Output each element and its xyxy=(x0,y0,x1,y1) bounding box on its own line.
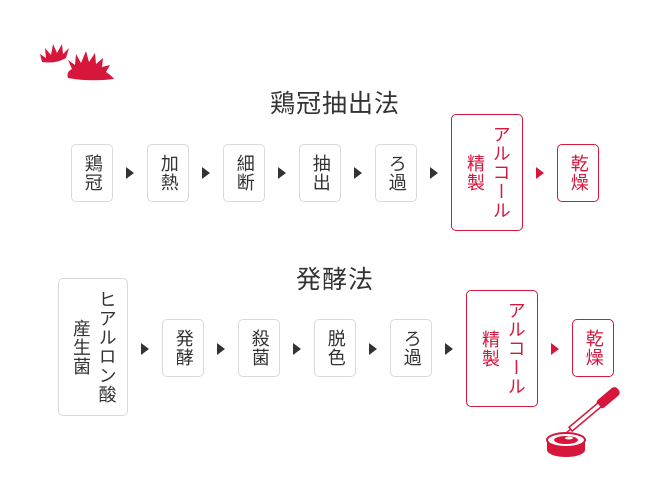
step-label-line1: アルコール xyxy=(489,125,511,220)
flow-arrow xyxy=(217,343,225,355)
step-shredding: 細断 xyxy=(223,144,265,202)
step-label: 乾燥 xyxy=(567,154,589,192)
flow-arrow xyxy=(126,167,134,179)
step-sterilization: 殺菌 xyxy=(238,319,280,377)
step-label: 細断 xyxy=(233,154,255,192)
step-label-line2: 精製 xyxy=(464,153,485,192)
step-filtration: ろ過 xyxy=(390,319,432,377)
section-title-cockscomb-extraction: 鶏冠抽出法 xyxy=(269,89,400,118)
step-label: 殺菌 xyxy=(248,329,270,367)
step-label: 鶏冠 xyxy=(81,154,103,192)
flow-arrow xyxy=(445,343,453,355)
step-label: 抽出 xyxy=(309,154,331,192)
step-label: 脱色 xyxy=(324,329,346,367)
step-label: ろ過 xyxy=(385,154,407,192)
step-producing-bacteria: ヒアルロン酸 産生菌 xyxy=(58,278,128,416)
step-alcohol-purification: アルコール 精製 xyxy=(451,114,523,231)
step-label: 発酵 xyxy=(172,329,194,367)
flow-arrow xyxy=(141,343,149,355)
step-filtration: ろ過 xyxy=(375,144,417,202)
flow-arrow xyxy=(202,167,210,179)
step-label-line1: アルコール xyxy=(504,301,526,396)
flow-arrow xyxy=(369,343,377,355)
step-drying: 乾燥 xyxy=(557,144,599,202)
step-alcohol-purification: アルコール 精製 xyxy=(466,290,538,407)
step-label-line2: 精製 xyxy=(479,329,500,368)
step-label: 乾燥 xyxy=(582,329,604,367)
step-decolorization: 脱色 xyxy=(314,319,356,377)
flow-arrow xyxy=(430,167,438,179)
flow-arrow xyxy=(354,167,362,179)
flow-arrow xyxy=(536,167,544,179)
flow-arrow xyxy=(293,343,301,355)
step-fermentation: 発酵 xyxy=(162,319,204,377)
flow-arrow xyxy=(551,343,559,355)
step-label: 加熱 xyxy=(157,154,179,192)
step-label-line1: ヒアルロン酸 xyxy=(95,290,117,404)
section-title-fermentation: 発酵法 xyxy=(295,265,374,294)
step-heating: 加熱 xyxy=(147,144,189,202)
step-label: ろ過 xyxy=(400,329,422,367)
flow-arrow xyxy=(278,167,286,179)
petri-dish-dropper-icon xyxy=(546,387,620,457)
rooster-comb-icon xyxy=(40,44,114,81)
step-label-line2: 産生菌 xyxy=(70,318,91,376)
step-extraction: 抽出 xyxy=(299,144,341,202)
step-drying: 乾燥 xyxy=(572,319,614,377)
step-cockscomb: 鶏冠 xyxy=(71,144,113,202)
